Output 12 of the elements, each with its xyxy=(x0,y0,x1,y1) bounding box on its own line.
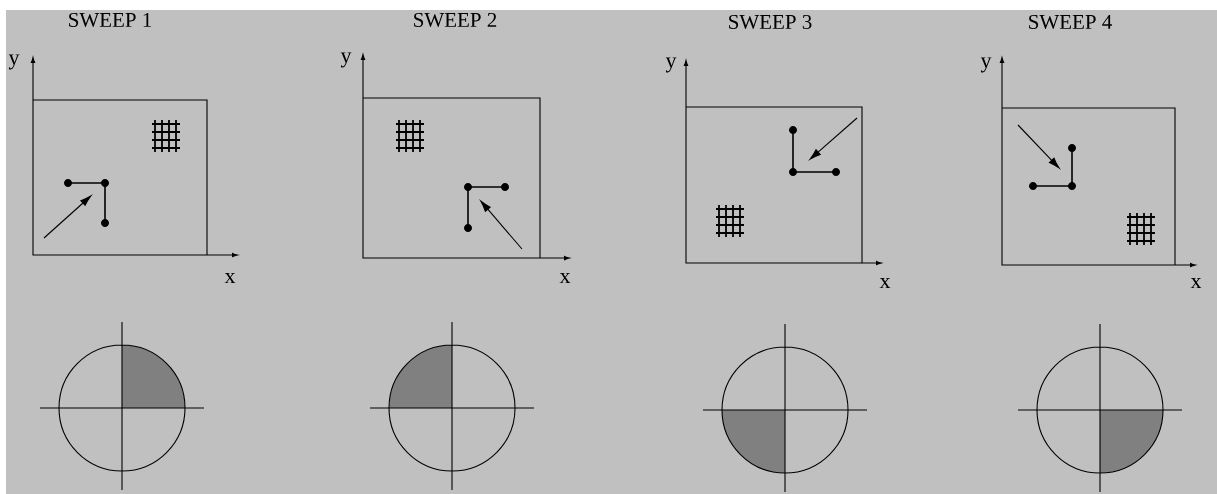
axis-label: x xyxy=(1190,277,1202,289)
axis-label: x xyxy=(559,272,571,284)
panel-title: SWEEP 4 xyxy=(1029,14,1112,30)
panel-title: SWEEP 2 xyxy=(414,12,497,28)
axis-label: x xyxy=(224,272,236,284)
axis-label: y xyxy=(980,57,992,73)
panel-title: SWEEP 1 xyxy=(69,12,151,28)
panel-title: SWEEP 3 xyxy=(729,14,812,30)
axis-label: x xyxy=(879,277,891,289)
axis-label: y xyxy=(665,57,677,73)
axis-label: y xyxy=(340,52,352,68)
axis-label: y xyxy=(8,54,20,70)
